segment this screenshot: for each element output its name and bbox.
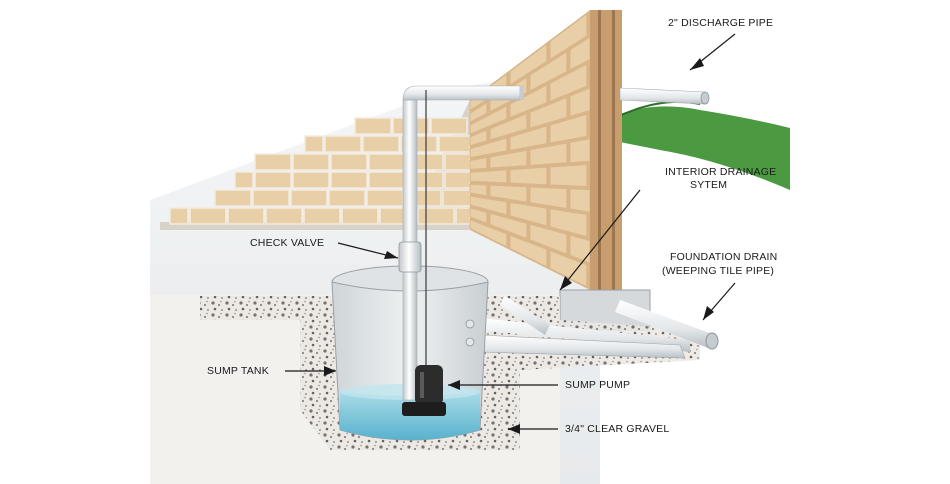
check-valve (398, 241, 422, 273)
brick (354, 117, 392, 135)
brick (469, 169, 508, 184)
svg-text:SUMP PUMP: SUMP PUMP (565, 379, 630, 391)
brick (529, 223, 568, 255)
brick (265, 207, 303, 225)
svg-text:2" DISCHARGE PIPE: 2" DISCHARGE PIPE (668, 17, 773, 29)
brick (189, 207, 227, 225)
brick (469, 156, 488, 170)
brick (442, 189, 471, 207)
brick (509, 42, 548, 86)
svg-text:INTERIOR DRAINAGE: INTERIOR DRAINAGE (665, 166, 776, 178)
brick (469, 207, 488, 224)
brick (303, 207, 341, 225)
label-clear-gravel: 3/4" CLEAR GRAVEL (508, 423, 669, 435)
label-check-valve: CHECK VALVE (250, 237, 399, 259)
brick (252, 189, 290, 207)
brick (509, 201, 548, 227)
brick (304, 135, 324, 153)
brick (549, 163, 588, 188)
brick (290, 189, 328, 207)
brick (469, 101, 488, 123)
sump-pump (402, 365, 446, 416)
brick (509, 166, 548, 186)
brick (489, 112, 528, 141)
label-interior-drainage: INTERIOR DRAINAGE SYTEM (559, 166, 776, 291)
brick (324, 135, 362, 153)
brick (430, 117, 468, 135)
brick (362, 135, 400, 153)
grass-area (610, 106, 790, 190)
brick (455, 207, 471, 225)
brick (549, 208, 588, 238)
brick (341, 207, 379, 225)
brick (529, 142, 568, 166)
brick (292, 171, 330, 189)
brick (169, 207, 189, 225)
brick (549, 249, 588, 288)
brick (469, 137, 508, 159)
brick (529, 96, 568, 129)
brick (254, 171, 292, 189)
brick (368, 153, 406, 171)
brick (330, 153, 368, 171)
brick (328, 189, 366, 207)
brick (509, 234, 548, 268)
brick (234, 171, 254, 189)
svg-text:(WEEPING TILE PIPE): (WEEPING TILE PIPE) (662, 265, 774, 277)
brick (549, 113, 588, 144)
label-discharge-pipe: 2" DISCHARGE PIPE (668, 17, 773, 71)
brick (529, 186, 568, 210)
brick (330, 171, 368, 189)
svg-text:SUMP TANK: SUMP TANK (207, 365, 269, 377)
brick (489, 149, 528, 169)
brick (254, 153, 292, 171)
brick (438, 135, 471, 153)
brick-wall (160, 10, 622, 290)
brick (489, 212, 528, 240)
label-sump-tank: SUMP TANK (207, 365, 336, 377)
brick (469, 218, 508, 248)
label-sump-pump: SUMP PUMP (448, 379, 630, 391)
svg-text:CHECK VALVE: CHECK VALVE (250, 237, 324, 249)
brick (549, 12, 588, 61)
brick (444, 171, 471, 189)
brick (368, 171, 406, 189)
brick (227, 207, 265, 225)
brick (529, 50, 568, 92)
label-foundation-drain: FOUNDATION DRAIN (WEEPING TILE PIPE) (662, 251, 777, 321)
brick (469, 105, 508, 135)
svg-text:SYTEM: SYTEM (690, 179, 727, 191)
brick (569, 138, 591, 164)
brick (489, 184, 528, 203)
brick (469, 183, 488, 197)
brick (509, 125, 548, 151)
brick (569, 188, 591, 213)
brick (509, 84, 548, 119)
brick (469, 195, 508, 216)
foundation-drain-pipe (479, 296, 719, 359)
discharge-pipe (398, 85, 710, 401)
svg-text:FOUNDATION DRAIN: FOUNDATION DRAIN (670, 251, 777, 263)
brick (444, 153, 471, 171)
brick (292, 153, 330, 171)
brick (549, 63, 588, 102)
brick (417, 207, 455, 225)
svg-text:3/4" CLEAR GRAVEL: 3/4" CLEAR GRAVEL (565, 423, 669, 435)
brick (214, 189, 252, 207)
brick (469, 129, 488, 147)
brick (366, 189, 404, 207)
